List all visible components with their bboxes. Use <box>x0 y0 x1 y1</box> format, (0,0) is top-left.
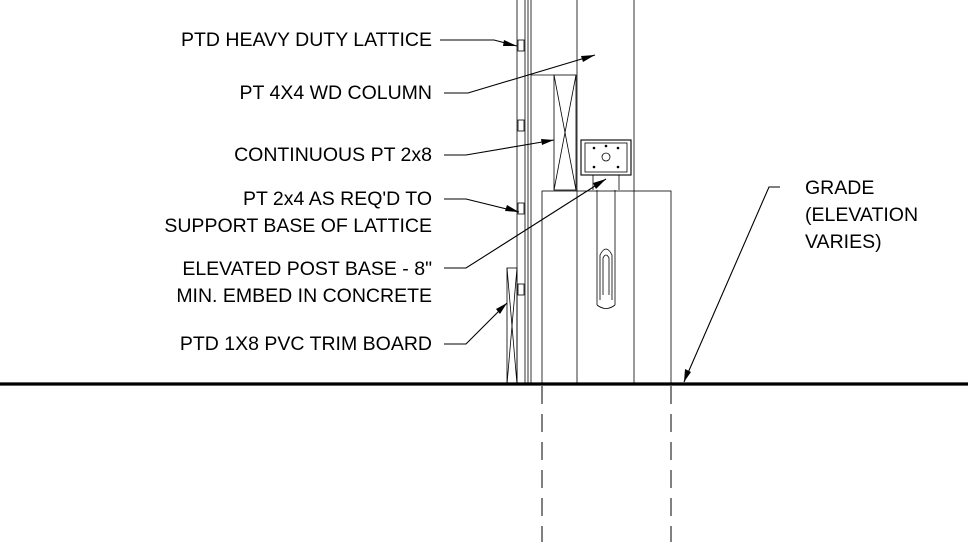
label-lattice: PTD HEAVY DUTY LATTICE <box>181 29 432 51</box>
label-column: PT 4X4 WD COLUMN <box>239 82 432 104</box>
label-trim: PTD 1X8 PVC TRIM BOARD <box>180 333 432 355</box>
footing-hidden-lines <box>541 386 672 542</box>
label-grade-line1: GRADE <box>805 177 874 199</box>
label-support-line1: PT 2x4 AS REQ'D TO <box>243 188 432 210</box>
lattice <box>516 0 532 384</box>
continuous-2x8 <box>531 74 577 191</box>
wood-column <box>576 0 635 384</box>
pvc-trim-board <box>506 267 518 385</box>
post-base <box>580 139 632 309</box>
concrete-footing <box>541 190 672 385</box>
leader-lines <box>440 39 780 383</box>
callout-labels: PTD HEAVY DUTY LATTICE PT 4X4 WD COLUMN … <box>164 29 918 355</box>
label-support-line2: SUPPORT BASE OF LATTICE <box>164 215 432 237</box>
label-continuous-2x8: CONTINUOUS PT 2x8 <box>234 144 432 166</box>
label-grade-line3: VARIES) <box>805 231 882 253</box>
label-post-base-line2: MIN. EMBED IN CONCRETE <box>176 285 432 307</box>
label-post-base-line1: ELEVATED POST BASE - 8" <box>182 258 432 280</box>
label-grade-line2: (ELEVATION <box>805 204 918 226</box>
